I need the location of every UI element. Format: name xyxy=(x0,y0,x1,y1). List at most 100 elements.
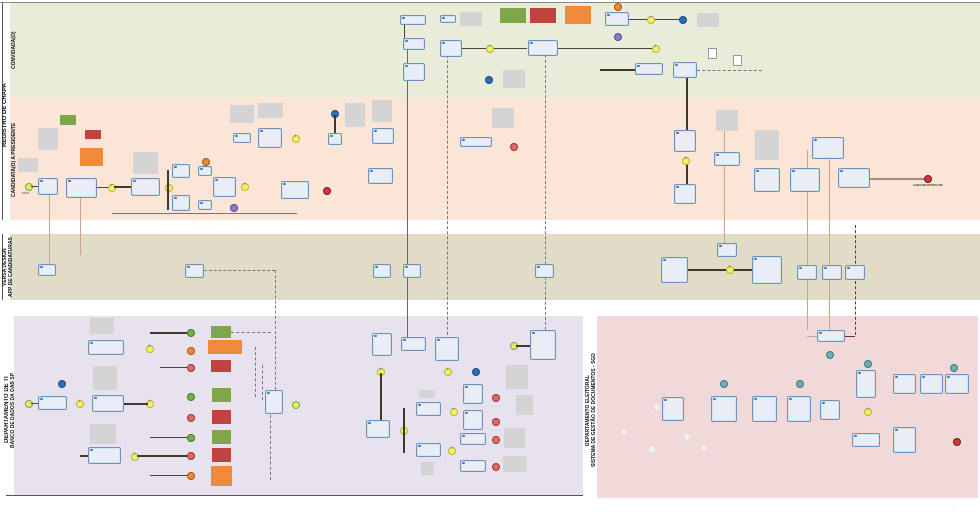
task[interactable] xyxy=(790,168,820,192)
intermediate-event[interactable] xyxy=(485,76,493,84)
gateway[interactable] xyxy=(444,367,452,376)
task[interactable] xyxy=(416,402,441,416)
end-event[interactable] xyxy=(492,394,500,402)
gateway[interactable] xyxy=(76,399,84,408)
intermediate-event[interactable] xyxy=(614,33,622,41)
intermediate-event[interactable] xyxy=(720,380,728,388)
end-event[interactable] xyxy=(292,401,300,409)
gateway[interactable] xyxy=(108,183,116,192)
task[interactable] xyxy=(440,40,462,57)
intermediate-event[interactable] xyxy=(202,158,210,166)
task[interactable] xyxy=(265,390,283,414)
intermediate-event[interactable] xyxy=(614,3,622,11)
task[interactable] xyxy=(463,384,483,404)
task[interactable] xyxy=(38,178,58,195)
task[interactable] xyxy=(605,12,629,26)
gateway[interactable] xyxy=(652,44,660,53)
task[interactable] xyxy=(920,374,943,394)
task[interactable] xyxy=(38,396,67,410)
task[interactable] xyxy=(198,166,212,176)
end-event[interactable] xyxy=(953,438,961,446)
event[interactable] xyxy=(653,403,661,411)
task[interactable] xyxy=(92,395,124,412)
intermediate-event[interactable] xyxy=(187,472,195,480)
task[interactable] xyxy=(528,40,558,56)
task[interactable] xyxy=(416,443,441,457)
intermediate-event[interactable] xyxy=(950,364,958,372)
gateway[interactable] xyxy=(292,134,300,143)
intermediate-event[interactable] xyxy=(826,351,834,359)
task[interactable] xyxy=(88,340,124,355)
event[interactable] xyxy=(620,428,628,436)
gateway[interactable] xyxy=(448,446,456,455)
task[interactable] xyxy=(893,427,916,453)
gateway[interactable] xyxy=(864,407,872,416)
task[interactable] xyxy=(328,133,342,145)
task[interactable] xyxy=(463,410,483,430)
task[interactable] xyxy=(185,264,204,278)
gateway[interactable] xyxy=(682,156,690,165)
task[interactable] xyxy=(131,178,160,196)
task[interactable] xyxy=(258,128,282,148)
task[interactable] xyxy=(714,152,740,166)
task[interactable] xyxy=(674,184,696,204)
task[interactable] xyxy=(845,265,865,280)
task[interactable] xyxy=(403,264,421,278)
event[interactable] xyxy=(700,444,708,452)
task[interactable] xyxy=(372,128,394,144)
gateway[interactable] xyxy=(647,15,655,24)
gateway[interactable] xyxy=(131,452,139,461)
intermediate-event[interactable] xyxy=(187,393,195,401)
task[interactable] xyxy=(817,330,845,342)
end-event[interactable] xyxy=(492,463,500,471)
task[interactable] xyxy=(822,265,842,280)
task[interactable] xyxy=(373,264,391,278)
intermediate-event[interactable] xyxy=(187,434,195,442)
intermediate-event[interactable] xyxy=(796,380,804,388)
task[interactable] xyxy=(797,265,817,280)
task[interactable] xyxy=(372,333,392,356)
task[interactable] xyxy=(88,447,121,464)
start-event[interactable] xyxy=(25,183,33,191)
task[interactable] xyxy=(945,374,969,394)
intermediate-event[interactable] xyxy=(187,414,195,422)
task[interactable] xyxy=(435,337,459,361)
task[interactable] xyxy=(711,396,737,422)
task[interactable] xyxy=(787,396,811,422)
task[interactable] xyxy=(635,63,663,75)
task[interactable] xyxy=(366,420,390,438)
task[interactable] xyxy=(66,178,97,198)
task[interactable] xyxy=(281,181,309,199)
task[interactable] xyxy=(662,397,684,421)
task[interactable] xyxy=(820,400,840,420)
task[interactable] xyxy=(856,370,876,398)
intermediate-event[interactable] xyxy=(187,364,195,372)
gateway[interactable] xyxy=(450,407,458,416)
task[interactable] xyxy=(838,168,870,188)
task[interactable] xyxy=(717,243,737,257)
start-event[interactable] xyxy=(25,400,33,408)
task[interactable] xyxy=(460,137,492,147)
event[interactable] xyxy=(683,433,691,441)
task[interactable] xyxy=(673,62,697,78)
task[interactable] xyxy=(440,15,456,23)
end-event[interactable] xyxy=(492,418,500,426)
end-event[interactable] xyxy=(510,143,518,151)
task[interactable] xyxy=(403,38,425,50)
gateway[interactable] xyxy=(726,265,734,274)
event[interactable] xyxy=(648,445,656,453)
end-event[interactable] xyxy=(492,436,500,444)
task[interactable] xyxy=(198,200,212,210)
task[interactable] xyxy=(403,63,425,81)
task[interactable] xyxy=(530,330,556,360)
gateway[interactable] xyxy=(486,44,494,53)
task[interactable] xyxy=(852,433,880,447)
intermediate-event[interactable] xyxy=(187,347,195,355)
end-event[interactable] xyxy=(924,175,932,183)
task[interactable] xyxy=(38,264,56,276)
task[interactable] xyxy=(752,396,777,422)
end-event[interactable] xyxy=(323,187,331,195)
task[interactable] xyxy=(460,460,486,472)
intermediate-event[interactable] xyxy=(472,368,480,376)
task[interactable] xyxy=(460,433,486,445)
